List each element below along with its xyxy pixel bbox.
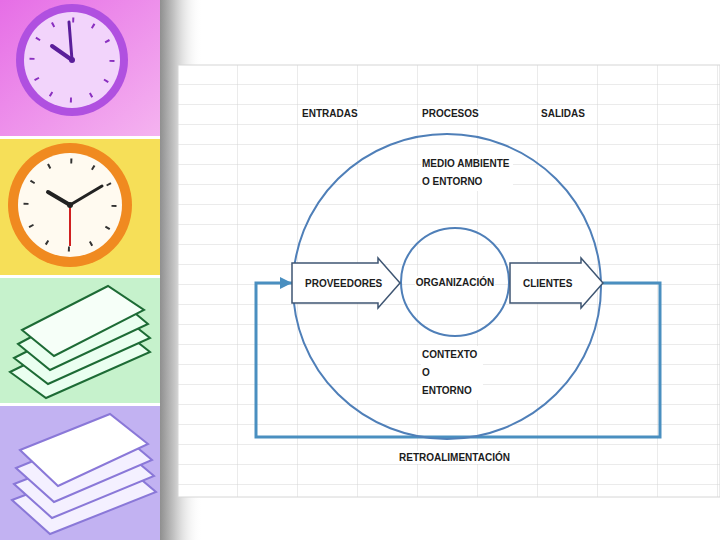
text-slot: ORGANIZACIÓN: [400, 227, 510, 337]
clock-ticks: [26, 161, 114, 249]
clock-hand: [52, 46, 72, 60]
clock-hand: [70, 186, 102, 205]
column-header-holder: PROCESOS: [421, 103, 480, 121]
node-text: PROVEEDORES: [304, 277, 383, 290]
text-slot: MEDIO AMBIENTE O ENTORNO: [421, 155, 513, 191]
sheet-grid: [178, 65, 720, 497]
outer-circle: [293, 134, 601, 439]
block-arrow: [510, 258, 603, 308]
node-text: CLIENTES: [522, 277, 573, 290]
column-header-holder: ENTRADAS: [301, 103, 359, 121]
clock-pin: [67, 202, 73, 208]
node-text: CONTEXTO O ENTORNO: [421, 346, 483, 400]
pink-panel: [0, 0, 165, 136]
block-arrow: [292, 258, 400, 308]
clock-pin: [69, 57, 75, 63]
clock-ticks: [32, 20, 112, 100]
yellow-panel: [0, 139, 165, 275]
node-text: ORGANIZACIÓN: [415, 276, 495, 289]
text-slot: CLIENTES: [522, 258, 573, 308]
green-panel: [0, 278, 165, 403]
paper-sheet: [20, 414, 148, 486]
column-header-holder: SALIDAS: [540, 103, 586, 121]
clock-rim: [8, 143, 132, 267]
text-slot: PROVEEDORES: [304, 258, 383, 308]
inner-circle: [401, 228, 509, 336]
sheet-ground: [178, 65, 720, 497]
organization-circle: ORGANIZACIÓN: [400, 227, 510, 337]
output-arrow: CLIENTES: [510, 258, 603, 308]
clock-face: [24, 12, 120, 108]
text-slot: CONTEXTO O ENTORNO: [421, 346, 483, 400]
edge-label: RETROALIMENTACIÓN: [398, 451, 511, 464]
column-header: PROCESOS: [421, 107, 480, 120]
node-text: MEDIO AMBIENTE O ENTORNO: [421, 155, 513, 191]
clock-rim: [16, 4, 128, 116]
input-arrow: PROVEEDORES: [292, 258, 400, 308]
clock-face: [18, 153, 122, 257]
clock-hand: [48, 192, 70, 205]
column-header: SALIDAS: [540, 107, 586, 120]
paper-sheet: [22, 286, 144, 356]
clock-hand: [69, 205, 71, 246]
column-header: ENTRADAS: [301, 107, 359, 120]
clock-hand: [69, 22, 72, 60]
purple-panel: [0, 406, 165, 540]
edge-label-holder: RETROALIMENTACIÓN: [398, 447, 511, 465]
